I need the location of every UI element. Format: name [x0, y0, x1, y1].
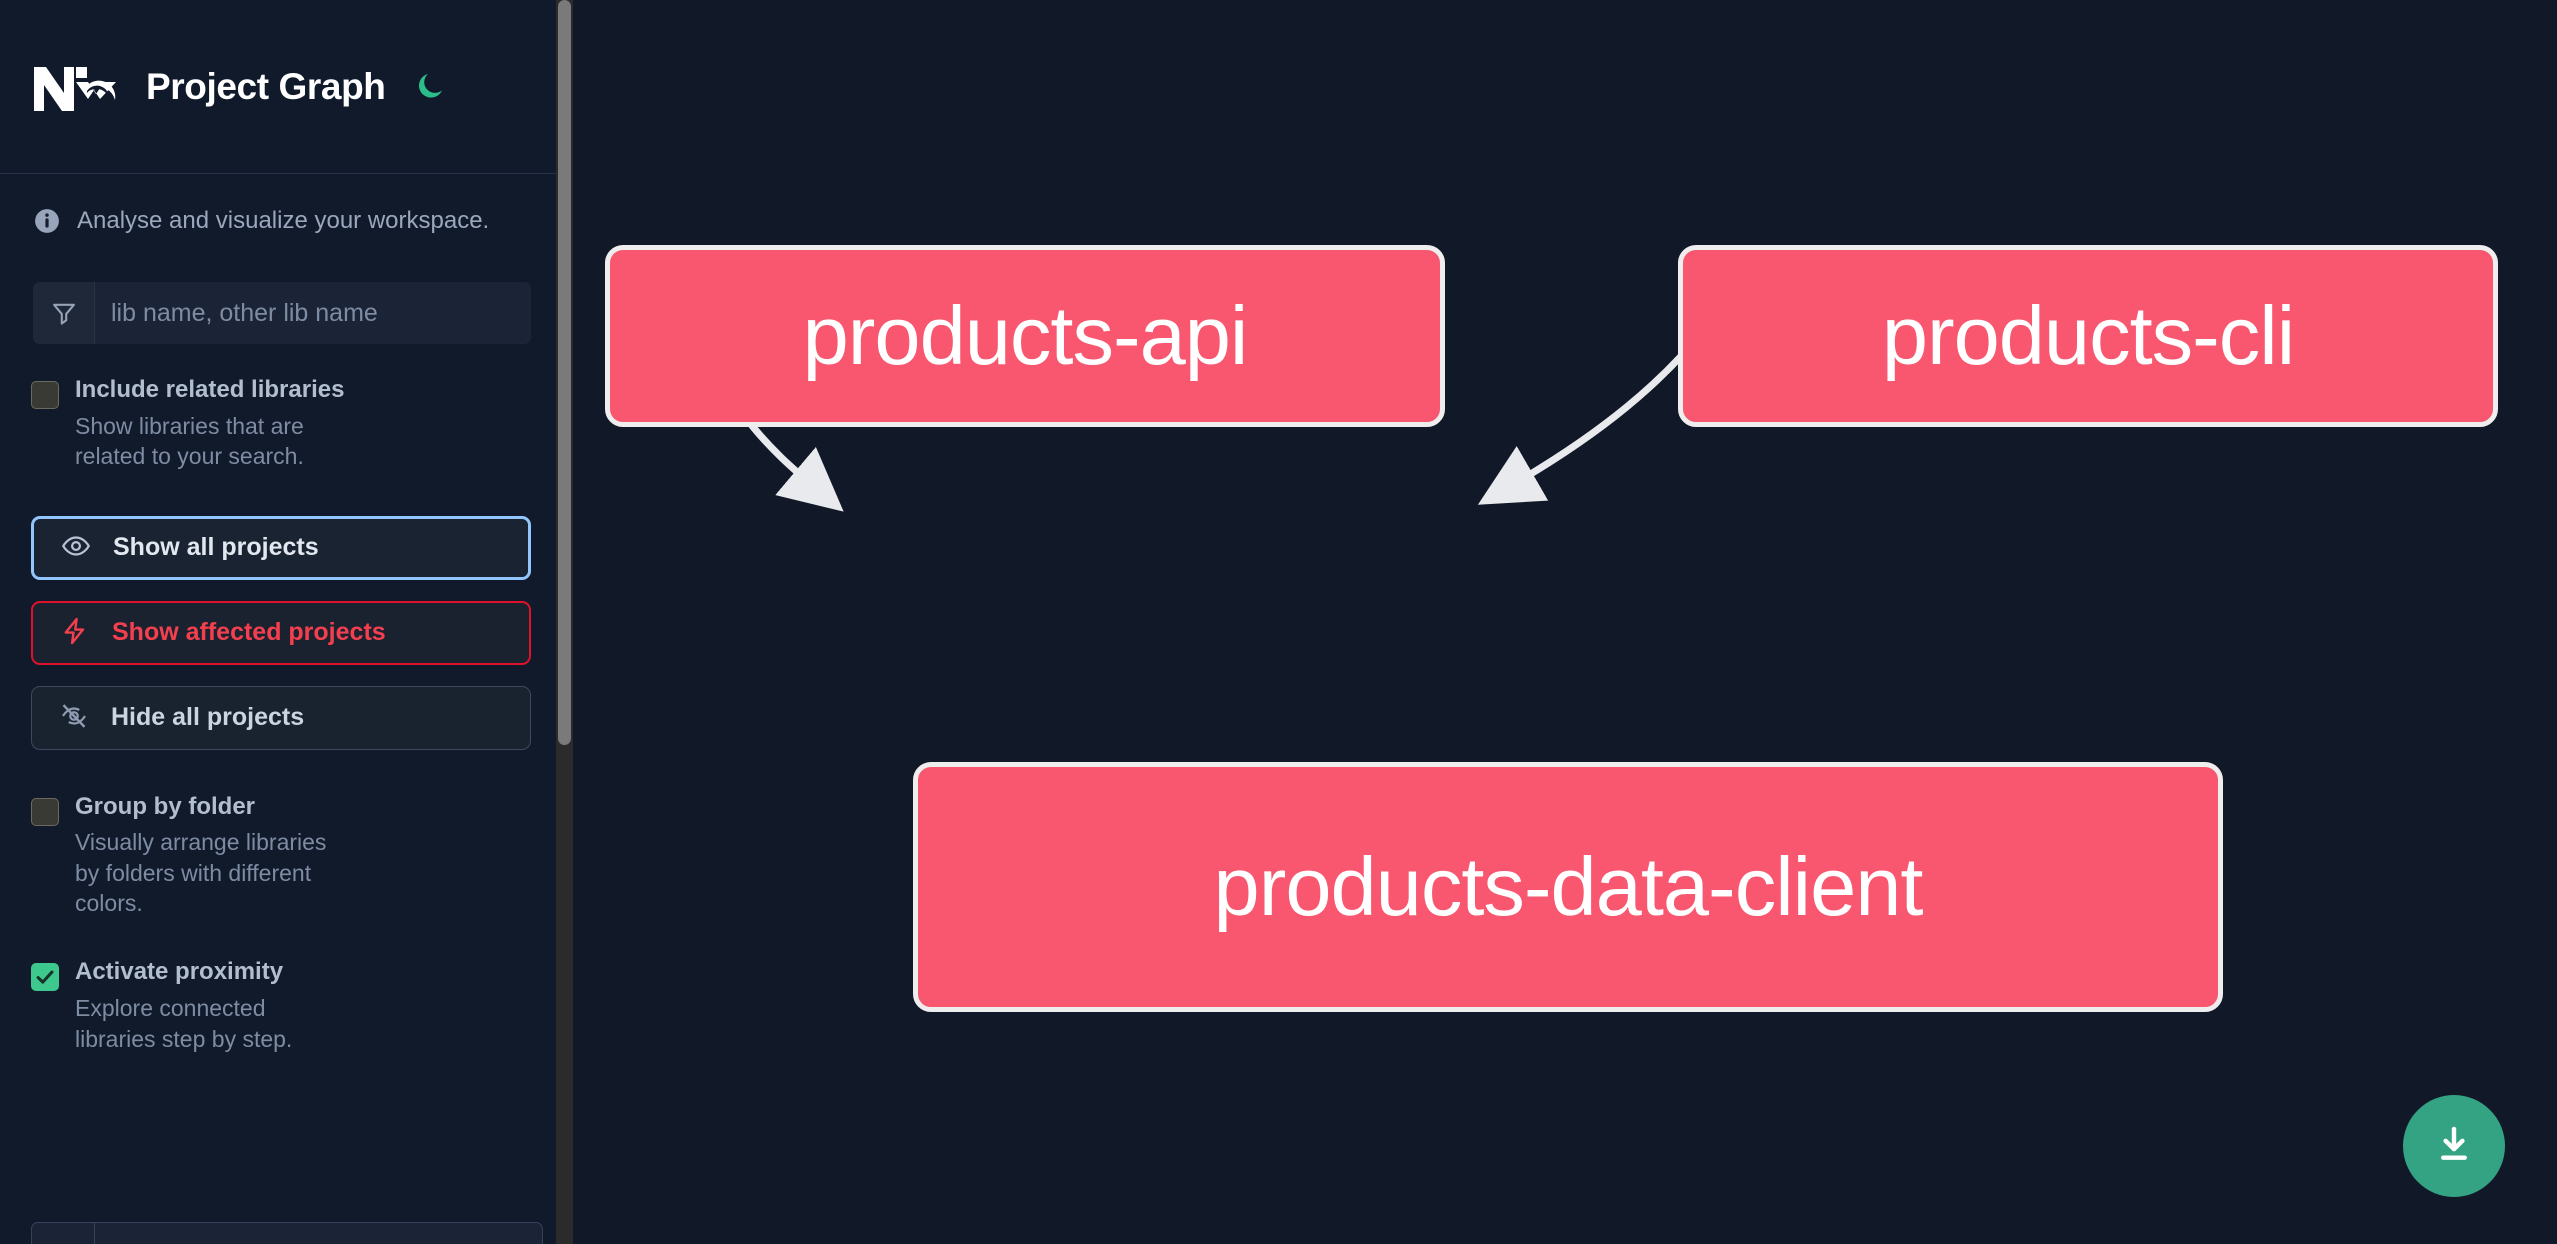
tagline-row: Analyse and visualize your workspace.	[0, 174, 561, 235]
checkbox-description-group-by-folder: Visually arrange libraries by folders wi…	[75, 829, 327, 917]
show-affected-projects-button[interactable]: Show affected projects	[31, 600, 531, 665]
show-all-projects-button[interactable]: Show all projects	[31, 515, 531, 580]
tagline-text: Analyse and visualize your workspace.	[77, 207, 490, 234]
moon-icon[interactable]	[409, 66, 451, 108]
show-all-projects-label: Show all projects	[113, 533, 319, 562]
sidebar: Project Graph Analyse and visualize yo	[0, 0, 573, 1244]
eye-off-icon	[59, 701, 89, 734]
filter-icon[interactable]	[33, 282, 95, 344]
checkbox-group-by-folder[interactable]	[31, 797, 59, 826]
hide-all-projects-button[interactable]: Hide all projects	[31, 685, 531, 750]
download-icon	[2431, 1122, 2477, 1171]
checkbox-description-include-related-libraries: Show libraries that are related to your …	[75, 412, 304, 470]
checkbox-row-group-by-folder[interactable]: Group by folder Visually arrange librari…	[0, 793, 561, 919]
graph-node-label: products-cli	[1881, 289, 2295, 382]
search-bar	[33, 282, 531, 344]
hide-all-projects-label: Hide all projects	[111, 703, 305, 732]
sidebar-scrollbar-track[interactable]	[556, 0, 573, 1244]
graph-node-label: products-data-client	[1213, 840, 1924, 933]
graph-canvas[interactable]: products-api products-cli products-data-…	[573, 0, 2557, 1244]
partial-bottom-control[interactable]	[31, 1222, 543, 1244]
graph-node-products-cli[interactable]: products-cli	[1678, 245, 2498, 427]
search-input[interactable]	[95, 282, 531, 344]
checkbox-row-include-related-libraries[interactable]: Include related libraries Show libraries…	[0, 376, 561, 472]
sidebar-scrollbar-thumb[interactable]	[558, 0, 571, 745]
show-affected-projects-label: Show affected projects	[112, 618, 386, 647]
checkbox-label-activate-proximity: Activate proximity	[75, 958, 284, 986]
graph-node-products-data-client[interactable]: products-data-client	[913, 762, 2223, 1012]
page-title: Project Graph	[146, 65, 386, 107]
checkbox-description-activate-proximity: Explore connected libraries step by step…	[75, 995, 293, 1052]
nx-logo-icon	[30, 61, 122, 113]
checkbox-label-group-by-folder: Group by folder	[75, 792, 255, 820]
graph-node-products-api[interactable]: products-api	[605, 245, 1445, 427]
info-icon	[34, 208, 60, 234]
checkbox-activate-proximity[interactable]	[31, 963, 59, 992]
graph-edges	[678, 276, 1742, 512]
action-buttons: Show all projects Show affected projects	[0, 515, 561, 750]
eye-icon	[61, 531, 91, 564]
download-button[interactable]	[2403, 1095, 2505, 1197]
sidebar-header: Project Graph	[0, 0, 561, 174]
checkbox-include-related-libraries[interactable]	[31, 381, 59, 409]
graph-node-label: products-api	[802, 289, 1249, 382]
checkbox-label-include-related-libraries: Include related libraries	[75, 376, 345, 403]
lightning-icon	[60, 616, 90, 649]
checkbox-row-activate-proximity[interactable]: Activate proximity Explore connected lib…	[0, 958, 561, 1054]
partial-control-divider	[94, 1223, 95, 1244]
sidebar-scroll-content: Project Graph Analyse and visualize yo	[0, 0, 573, 1244]
